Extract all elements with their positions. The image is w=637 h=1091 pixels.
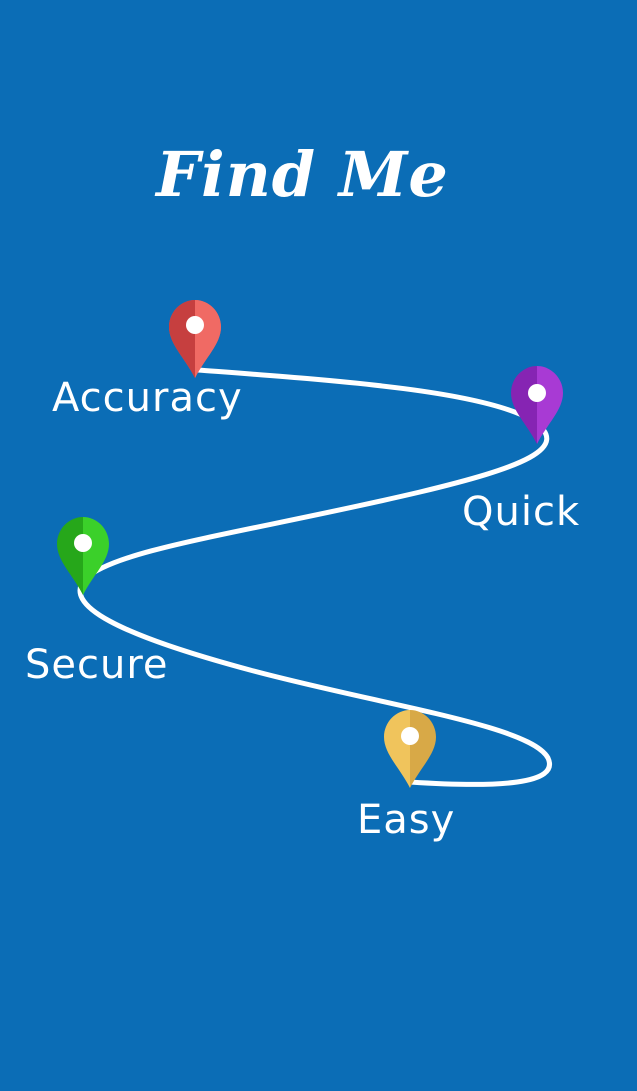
stop-label-easy: Easy	[357, 797, 456, 843]
stop-label-secure: Secure	[25, 642, 169, 688]
map-pin-icon-quick	[511, 366, 563, 444]
map-pin-icon-secure	[57, 517, 109, 595]
map-pin-icon-accuracy	[169, 300, 221, 378]
stop-label-accuracy: Accuracy	[52, 375, 243, 421]
map-pin-icon-easy	[384, 710, 436, 788]
route-path	[77, 367, 552, 787]
app-title: Find Me	[156, 138, 449, 211]
stop-label-quick: Quick	[462, 489, 581, 535]
